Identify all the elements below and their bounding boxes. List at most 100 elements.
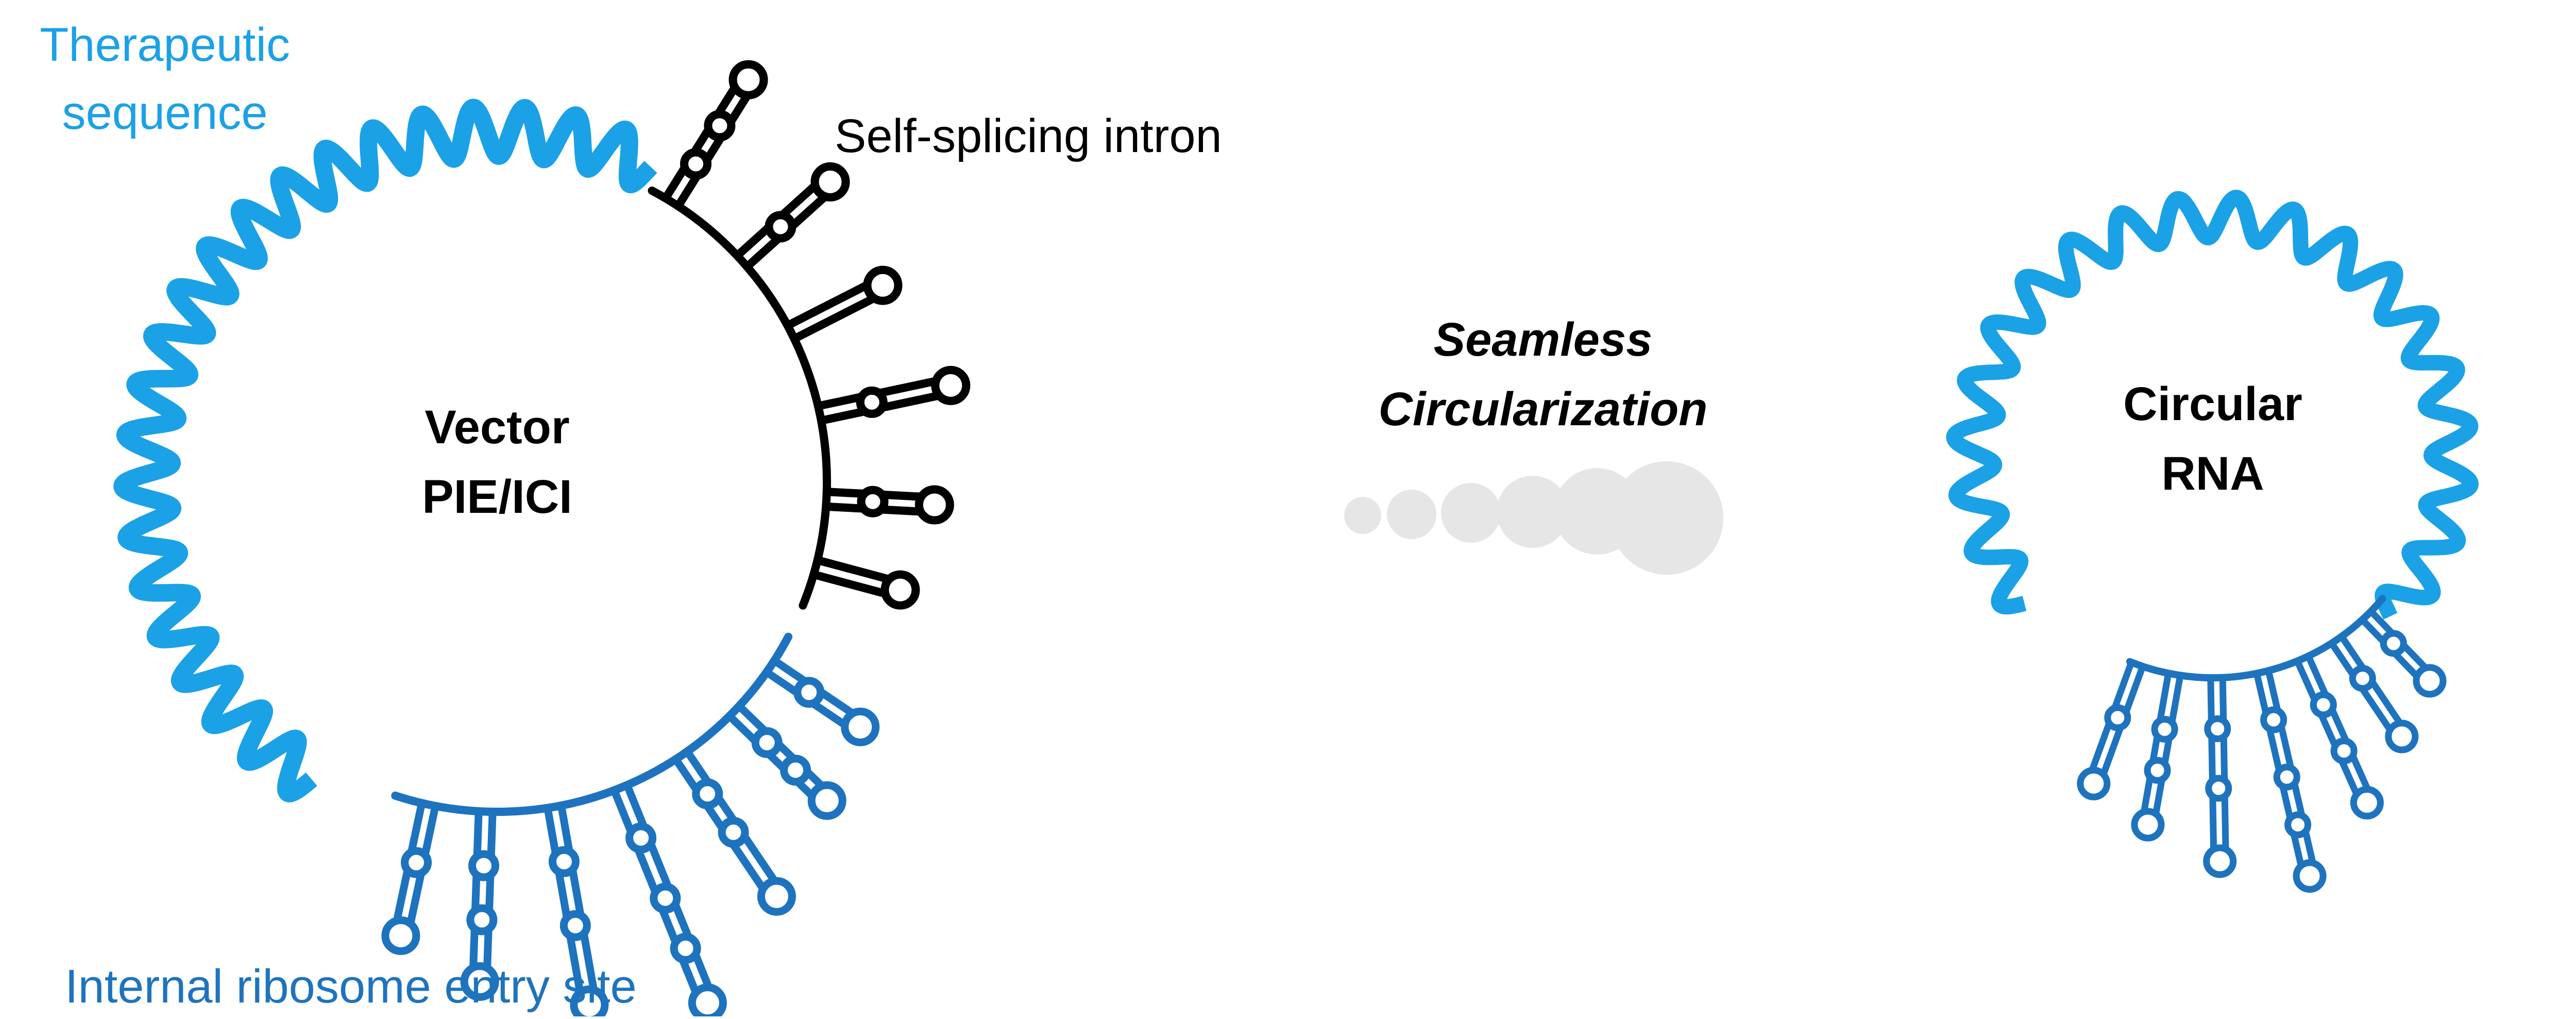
- arrow-circle-3: [1441, 483, 1501, 543]
- circular-ires-hairpin-3: [2294, 653, 2384, 820]
- ires-hairpin-1: [762, 657, 880, 746]
- ires-hairpins: [381, 657, 880, 1019]
- hairpin-bulge: [2205, 775, 2232, 802]
- hairpin-bulge: [680, 148, 712, 180]
- hairpin-loop: [880, 570, 920, 610]
- circularization-arrow: [1344, 461, 1723, 575]
- hairpin-bulge: [401, 847, 432, 878]
- therapeutic-sequence-label-line1: Therapeutic: [40, 19, 290, 71]
- hairpin-loop: [381, 916, 420, 955]
- hairpin-loop: [728, 60, 768, 99]
- seamless-circularization-label-line2: Circularization: [1378, 383, 1707, 436]
- hairpin-loop: [914, 485, 954, 525]
- hairpin-stem-strand: [2294, 658, 2360, 796]
- hairpin-loop: [2077, 766, 2111, 800]
- hairpin-loop: [810, 162, 850, 202]
- ires-hairpin-2: [725, 702, 846, 820]
- arrow-circle-2: [1387, 490, 1436, 539]
- hairpin-bulge: [2330, 737, 2358, 764]
- hairpin-stem-strand: [2219, 674, 2229, 851]
- vector-construct: [113, 60, 971, 1019]
- hairpin-stem-strand: [661, 85, 738, 203]
- hairpin-bulge: [2144, 757, 2171, 784]
- hairpin-stem-strand: [2141, 670, 2172, 814]
- hairpin-stem-strand: [483, 808, 497, 971]
- hairpin-bulge: [2349, 665, 2376, 692]
- hairpin-bulge: [751, 727, 783, 758]
- hairpin-loop: [757, 877, 796, 916]
- vector-label-line2: PIE/ICI: [422, 471, 572, 523]
- hairpin-loop: [807, 781, 846, 820]
- hairpin-bulge: [625, 822, 657, 854]
- ires-hairpin-4: [610, 781, 727, 1019]
- hairpin-loop: [2413, 664, 2447, 698]
- hairpin-bulge: [468, 850, 499, 881]
- arrow-circle-1: [1344, 497, 1381, 534]
- hairpin-bulge: [2260, 706, 2287, 733]
- hairpin-bulge: [2204, 715, 2231, 742]
- therapeutic-sequence-wave: [113, 98, 657, 803]
- hairpin-loop: [688, 983, 727, 1019]
- vector-label-line1: Vector: [425, 401, 569, 454]
- intron-hairpin-6: [809, 556, 920, 610]
- hairpin-bulge: [704, 110, 736, 142]
- hairpin-loop: [2350, 786, 2384, 820]
- ires-backbone: [391, 632, 793, 816]
- hairpin-loop: [841, 707, 880, 746]
- circular-ires-hairpin-5: [2203, 674, 2237, 878]
- hairpin-stem-strand: [783, 281, 870, 330]
- hairpin-stem-strand: [544, 804, 584, 995]
- hairpin-stem-strand: [557, 801, 598, 992]
- hairpin-bulge: [2151, 715, 2178, 743]
- hairpin-bulge: [548, 846, 580, 877]
- circular-rna-ires-hairpins: [2077, 608, 2447, 893]
- hairpin-stem-strand: [683, 747, 778, 884]
- hairpin-bulge: [856, 386, 888, 418]
- self-splicing-intron-hairpins: [661, 60, 971, 610]
- hairpin-stem-strand: [672, 755, 766, 892]
- hairpin-bulge: [2104, 704, 2131, 731]
- circular-ires-hairpin-6: [2131, 670, 2184, 842]
- intron-hairpin-1: [661, 60, 768, 210]
- intron-hairpin-5: [822, 485, 954, 525]
- hairpin-bulge: [560, 910, 591, 941]
- hairpin-stem-strand: [2305, 653, 2370, 792]
- hairpin-bulge: [466, 904, 498, 936]
- intron-hairpin-2: [733, 162, 850, 271]
- arrow-circle-4: [1497, 476, 1569, 548]
- circular-rna-construct: [1946, 190, 2479, 893]
- seamless-circularization-label-line1: Seamless: [1434, 313, 1653, 366]
- hairpin-bulge: [857, 486, 889, 517]
- self-splicing-intron-label: Self-splicing intron: [835, 110, 1222, 162]
- hairpin-bulge: [650, 882, 681, 914]
- hairpin-stem-strand: [790, 295, 877, 343]
- hairpin-bulge: [2273, 763, 2300, 791]
- hairpin-loop: [863, 265, 903, 305]
- intron-hairpin-4: [814, 365, 971, 425]
- hairpin-loop: [2131, 808, 2165, 842]
- hairpin-stem-strand: [469, 807, 483, 970]
- ires-hairpin-6: [460, 807, 499, 1001]
- circular-rna-label-line1: Circular: [2123, 378, 2302, 430]
- circular-rna-label-line2: RNA: [2161, 447, 2264, 500]
- hairpin-bulge: [718, 816, 749, 848]
- hairpin-loop: [2385, 720, 2419, 754]
- hairpin-bulge: [780, 755, 811, 786]
- hairpin-loop: [2203, 844, 2237, 878]
- ires-hairpin-5: [544, 801, 609, 1019]
- hairpin-bulge: [2284, 811, 2312, 839]
- therapeutic-sequence-label-line2: sequence: [62, 87, 268, 139]
- hairpin-bulge: [765, 211, 796, 243]
- intron-hairpin-3: [783, 265, 903, 343]
- hairpin-bulge: [692, 778, 723, 810]
- circular-ires-hairpin-7: [2077, 659, 2146, 800]
- self-splicing-intron-backbone: [648, 186, 831, 610]
- circular-ires-hairpin-4: [2253, 667, 2327, 893]
- hairpin-stem-strand: [813, 556, 892, 583]
- hairpin-bulge: [2380, 630, 2407, 657]
- ires-label: Internal ribosome entry site: [65, 960, 637, 1013]
- circular-rna-therapeutic-wave: [1946, 190, 2479, 621]
- ires-hairpin-7: [381, 799, 439, 955]
